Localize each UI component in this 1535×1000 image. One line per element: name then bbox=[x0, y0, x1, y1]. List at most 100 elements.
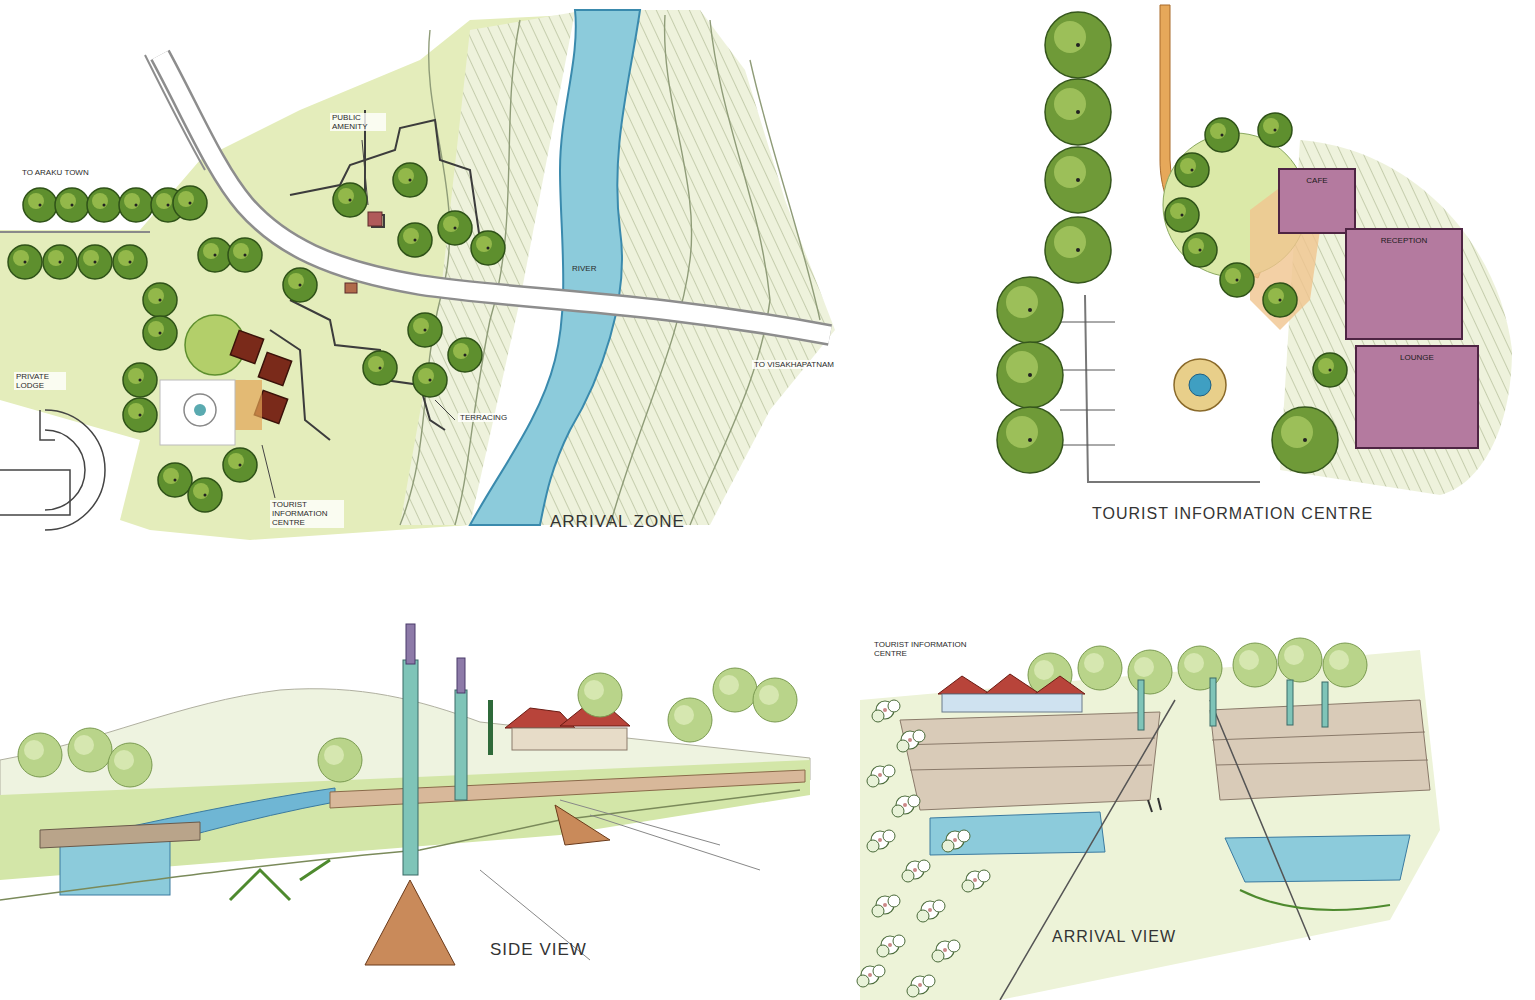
arrival-plan-part-part bbox=[223, 448, 257, 482]
arrival-view-sketch-part bbox=[860, 650, 1440, 1000]
centre-plan-part bbox=[1085, 295, 1260, 482]
room-name: CAFE bbox=[1280, 170, 1354, 185]
arrival-view-sketch-part bbox=[930, 812, 1105, 855]
centre-plan-part bbox=[1060, 322, 1115, 445]
arrival-plan-part-part bbox=[173, 186, 207, 220]
arrival-view-sketch bbox=[857, 638, 1440, 1000]
arrival-view-sketch-part bbox=[857, 700, 990, 997]
side-view-sketch-part-part bbox=[108, 743, 152, 787]
arrival-plan-part bbox=[8, 163, 505, 512]
place-label: TERRACING bbox=[458, 413, 509, 422]
room-name: LOUNGE bbox=[1357, 347, 1477, 362]
arrival-plan-part-part bbox=[123, 363, 157, 397]
side-view-sketch-part-part bbox=[753, 678, 797, 722]
room-block: CAFE bbox=[1278, 168, 1356, 234]
sheet-title: SIDE VIEW bbox=[488, 940, 589, 960]
side-view-sketch-part bbox=[555, 805, 610, 845]
arrival-view-sketch-part-part bbox=[867, 830, 895, 852]
arrival-plan-part-part bbox=[23, 188, 57, 222]
centre-plan-part-part bbox=[1045, 217, 1111, 283]
arrival-plan-part bbox=[270, 110, 480, 440]
centre-plan-part-part bbox=[1175, 153, 1209, 187]
arrival-plan-part-part bbox=[258, 352, 291, 385]
arrival-plan-part-part bbox=[455, 20, 520, 525]
arrival-plan-part-part bbox=[750, 60, 820, 320]
arrival-view-sketch-part-part bbox=[1278, 638, 1322, 682]
side-view-sketch-part bbox=[40, 822, 200, 848]
arrival-plan-part bbox=[470, 10, 640, 525]
arrival-plan-part bbox=[160, 55, 830, 335]
centre-plan-part-part bbox=[1045, 79, 1111, 145]
arrival-view-sketch-part-part bbox=[872, 895, 900, 917]
arrival-plan-part bbox=[160, 55, 830, 335]
centre-plan-part-part bbox=[1045, 12, 1111, 78]
centre-plan-part-part bbox=[1183, 233, 1217, 267]
arrival-view-sketch-part bbox=[1028, 638, 1367, 697]
arrival-view-sketch-part bbox=[1148, 798, 1161, 812]
arrival-view-sketch-part-part bbox=[892, 795, 920, 817]
place-label: PRIVATE LODGE bbox=[14, 372, 66, 390]
centre-plan-part-part bbox=[1060, 410, 1115, 411]
centre-plan-part-part bbox=[997, 407, 1063, 473]
side-view-sketch-part-part bbox=[406, 624, 415, 664]
side-view-sketch-part bbox=[403, 624, 493, 875]
arrival-plan-part bbox=[368, 212, 382, 226]
centre-plan-part-part bbox=[1313, 353, 1347, 387]
centre-plan-part bbox=[1174, 359, 1226, 411]
centre-plan-part bbox=[1189, 374, 1211, 396]
arrival-plan-part-part bbox=[87, 188, 121, 222]
arrival-plan-part-part bbox=[228, 238, 262, 272]
side-view-sketch-part-part bbox=[668, 698, 712, 742]
arrival-view-sketch-part-part bbox=[1233, 643, 1277, 687]
arrival-plan-part bbox=[145, 55, 205, 170]
arrival-plan-part-part bbox=[78, 245, 112, 279]
side-view-sketch-part-part bbox=[18, 733, 62, 777]
arrival-view-sketch-part-part bbox=[907, 975, 935, 997]
side-view-sketch-part-part bbox=[713, 668, 757, 712]
arrival-view-sketch-part bbox=[942, 694, 1082, 712]
arrival-view-sketch-part-part bbox=[1128, 650, 1172, 694]
side-view-sketch-part-part bbox=[488, 700, 493, 755]
arrival-view-sketch-part-part bbox=[1035, 676, 1085, 694]
side-view-sketch-part bbox=[230, 860, 330, 900]
centre-plan-part-part bbox=[1060, 445, 1115, 446]
arrival-view-sketch-part-part bbox=[877, 935, 905, 957]
room-block: LOUNGE bbox=[1355, 345, 1479, 449]
place-label: TOURIST INFORMATION CENTRE bbox=[872, 640, 976, 658]
arrival-plan-part bbox=[160, 380, 235, 445]
centre-plan-part-part bbox=[1272, 407, 1338, 473]
centre-plan-part-part bbox=[997, 277, 1063, 343]
place-label: PUBLIC AMENITY bbox=[330, 113, 386, 131]
direction-label: TO ARAKU TOWN bbox=[20, 168, 91, 177]
arrival-view-sketch-part-part bbox=[917, 900, 945, 922]
place-label: TOURIST INFORMATION CENTRE bbox=[270, 500, 344, 528]
arrival-view-sketch-part-part bbox=[902, 860, 930, 882]
arrival-plan-part bbox=[0, 410, 105, 530]
arrival-plan-part-part bbox=[188, 478, 222, 512]
arrival-plan-part-part bbox=[408, 313, 442, 347]
side-view-sketch-part bbox=[18, 668, 797, 787]
sheet-title: ARRIVAL ZONE bbox=[548, 512, 687, 532]
arrival-plan-part-part bbox=[471, 231, 505, 265]
centre-plan-part-part bbox=[1205, 118, 1239, 152]
arrival-view-sketch-part-part bbox=[1287, 680, 1293, 725]
arrival-plan-part-part bbox=[362, 140, 368, 205]
arrival-plan bbox=[0, 10, 835, 540]
centre-plan-part-part bbox=[1263, 283, 1297, 317]
arrival-view-sketch-part bbox=[900, 732, 1428, 770]
side-view-sketch bbox=[0, 624, 810, 965]
arrival-view-sketch-part-part bbox=[857, 965, 885, 987]
arrival-plan-part bbox=[262, 140, 455, 498]
centre-plan-part-part bbox=[1060, 370, 1115, 371]
sheet-title: ARRIVAL VIEW bbox=[1050, 928, 1178, 946]
centre-plan-part-part bbox=[1060, 322, 1115, 323]
arrival-plan-part-part bbox=[398, 223, 432, 257]
arrival-plan-part-part bbox=[0, 470, 70, 515]
arrival-view-sketch-part-part bbox=[942, 830, 970, 852]
arrival-plan-part-part bbox=[43, 245, 77, 279]
arrival-plan-part-part bbox=[158, 463, 192, 497]
arrival-plan-part-part bbox=[435, 400, 455, 420]
arrival-view-sketch-part-part bbox=[938, 676, 990, 694]
